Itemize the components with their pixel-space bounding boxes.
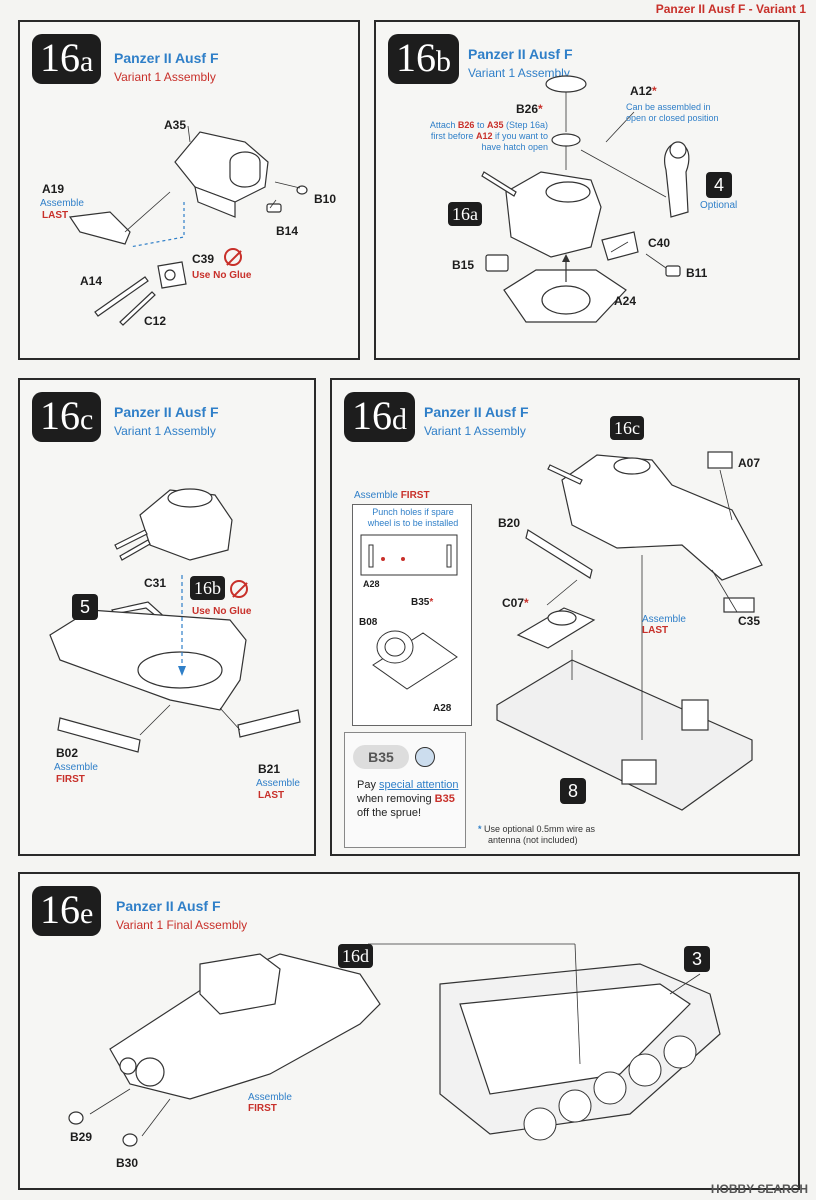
pay-attention-note: Pay special attention when removing B35 … (357, 779, 459, 819)
part-label-c31: C31 (144, 576, 167, 590)
b02-assemble-note: Assemble (54, 762, 98, 773)
part-label-b11: B11 (686, 266, 708, 280)
step-subtitle: Variant 1 Assembly (468, 66, 570, 80)
step-subtitle: Variant 1 Final Assembly (116, 918, 248, 932)
part-label-b35: B35* (411, 597, 434, 608)
part-label-c35: C35 (738, 614, 761, 628)
figure-number-8: 8 (560, 778, 586, 804)
b26-note: Attach B26 to A35 (Step 16a) first befor… (429, 120, 548, 152)
turret-assembly-drawing (481, 75, 690, 323)
a19-assemble-note: Assemble (40, 198, 84, 209)
use-no-glue-note: Use No Glue (192, 606, 252, 617)
step-title: Panzer II Ausf F (424, 404, 529, 420)
figure-number-4: 4 (706, 172, 732, 198)
part-label-a12: A12* (630, 84, 657, 98)
part-label-c40: C40 (648, 236, 671, 250)
step-title: Panzer II Ausf F (116, 898, 221, 914)
part-label-c07: C07* (502, 596, 529, 610)
step-subtitle: Variant 1 Assembly (424, 424, 526, 438)
no-glue-icon (224, 248, 242, 266)
part-label-b08: B08 (359, 617, 378, 628)
part-label-c12: C12 (144, 314, 167, 328)
part-label-a14: A14 (80, 274, 103, 288)
part-label-b29: B29 (70, 1130, 93, 1144)
optional-note: Optional (700, 200, 738, 211)
step-title: Panzer II Ausf F (114, 50, 219, 66)
a28-plate-drawing (360, 534, 458, 690)
part-label-b10: B10 (314, 192, 337, 206)
part-label-b30: B30 (116, 1156, 139, 1170)
punch-holes-note: Punch holes if spare wheel is to be inst… (367, 507, 459, 528)
part-label-a35: A35 (164, 118, 187, 132)
step-title: Panzer II Ausf F (468, 46, 573, 62)
use-no-glue-note: Use No Glue (192, 270, 252, 281)
step-subtitle: Variant 1 Assembly (114, 424, 216, 438)
step-ref-16c: 16c (610, 416, 644, 440)
b02-first-note: FIRST (56, 774, 85, 785)
part-label-c39: C39 (192, 252, 215, 266)
hull-assembly-drawing (496, 451, 763, 811)
sprue-b35-label: B35 (353, 745, 409, 769)
inset-b35-sprue: B35 Pay special attention when removing … (344, 732, 466, 848)
turret-parts-drawing (68, 125, 308, 326)
step-subtitle: Variant 1 Assembly (114, 70, 216, 84)
b21-assemble-note: Assemble (256, 778, 300, 789)
step-ref-16a: 16a (448, 202, 482, 226)
part-label-b20: B20 (498, 516, 521, 530)
step-title: Panzer II Ausf F (114, 404, 219, 420)
b35-part-icon (415, 747, 435, 767)
part-label-a24: A24 (614, 294, 637, 308)
watermark: HOBBY SEARCH (710, 1182, 808, 1196)
step-ref-16d: 16d (338, 944, 373, 968)
inset-assemble-first: Assemble FIRST (354, 490, 430, 501)
final-assembly-drawing (68, 943, 721, 1147)
a12-note: Can be assembled in open or closed posit… (626, 102, 719, 123)
figure-number-5: 5 (72, 594, 98, 620)
part-label-b14: B14 (276, 224, 299, 238)
part-label-a07: A07 (738, 456, 761, 470)
page-header: Panzer II Ausf F - Variant 1 (655, 2, 806, 16)
part-label-b02: B02 (56, 746, 79, 760)
inset-punch-holes: Punch holes if spare wheel is to be inst… (352, 504, 472, 726)
assemble-first-note: Assemble FIRST (248, 1092, 292, 1114)
part-label-a19: A19 (42, 182, 65, 196)
part-label-b21: B21 (258, 762, 281, 776)
part-label-a28-bottom: A28 (433, 703, 452, 714)
no-glue-icon (230, 580, 248, 598)
part-label-b15: B15 (452, 258, 475, 272)
part-label-a28-top: A28 (363, 579, 380, 589)
a19-last-note: LAST (42, 210, 69, 221)
figure-number-3: 3 (684, 946, 710, 972)
part-label-b26: B26* (516, 102, 543, 116)
assemble-last-note: Assemble LAST (642, 614, 686, 636)
step-ref-16b: 16b (190, 576, 225, 600)
b21-last-note: LAST (258, 790, 285, 801)
hull-top-drawing (49, 488, 301, 753)
antenna-wire-note: * Use optional 0.5mm wire as antenna (no… (478, 824, 596, 845)
